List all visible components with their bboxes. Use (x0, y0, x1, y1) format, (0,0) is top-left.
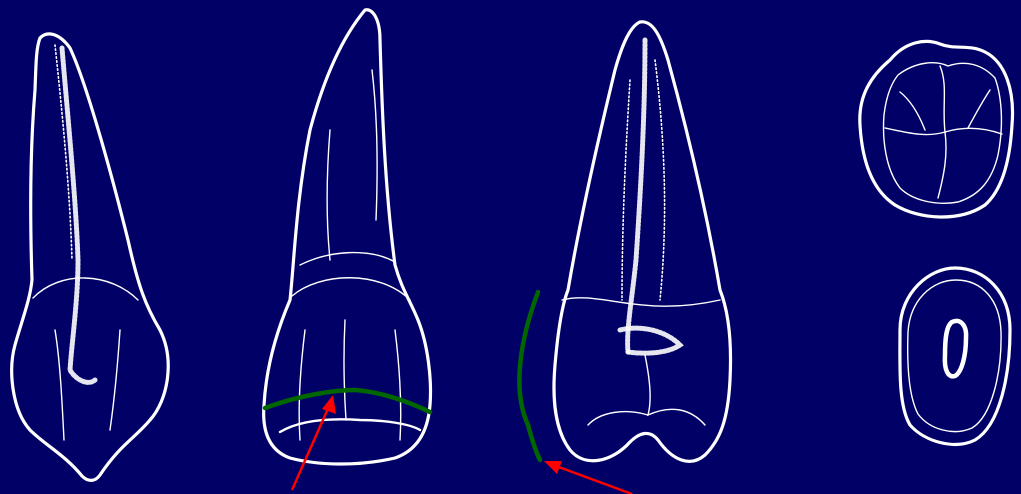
background (0, 0, 1021, 494)
diagram-canvas (0, 0, 1021, 494)
tooth-diagram (0, 0, 1021, 494)
